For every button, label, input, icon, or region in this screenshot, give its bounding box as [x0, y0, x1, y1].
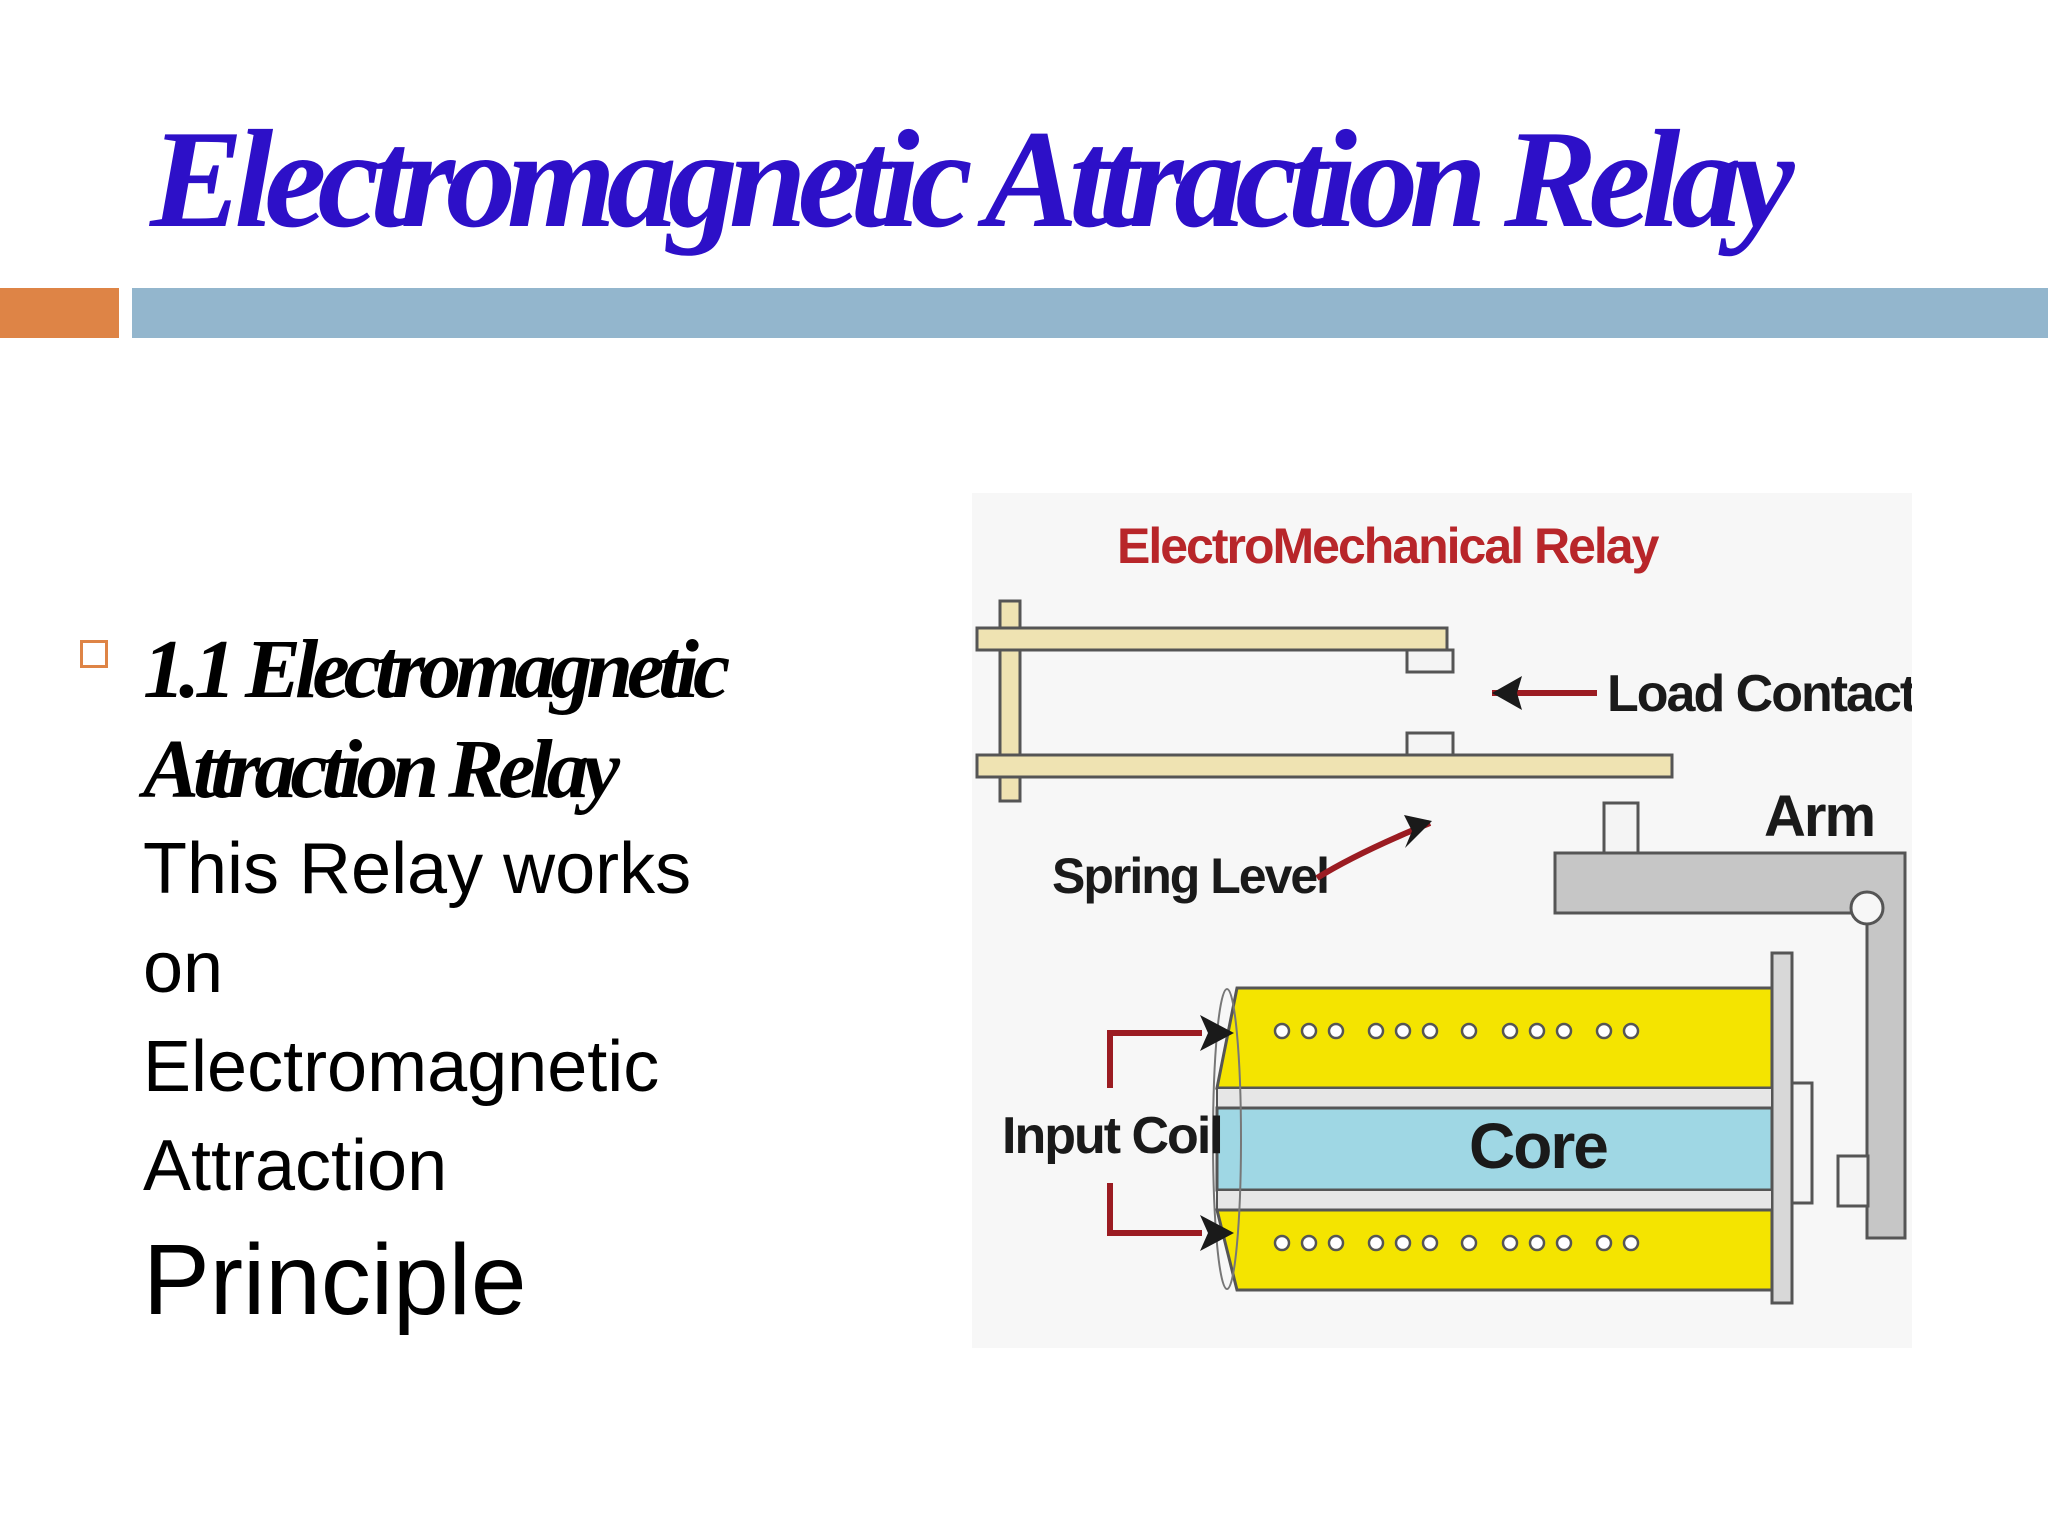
relay-diagram: ElectroMechanical Relay Load Contact Arm…: [972, 493, 1912, 1348]
bullet-body-line-4: Attraction: [143, 1126, 448, 1206]
spring-level-label: Spring Level: [1052, 848, 1328, 904]
bullet-text: 1.1 Electromagnetic Attraction Relay Thi…: [143, 620, 903, 1344]
right-arrow-icon-bottom: [1200, 1215, 1234, 1251]
accent-bar-orange: [0, 288, 119, 338]
coil-winding-dots: [1273, 1022, 1640, 1252]
spring-contacts: [975, 599, 1674, 803]
bullet-body-line-3: Electromagnetic: [143, 1027, 660, 1107]
load-contact-label: Load Contact: [1607, 665, 1912, 723]
bullet-subheading-line-2: Attraction Relay: [143, 723, 620, 816]
load-contact-upper: [1405, 648, 1455, 674]
coil-flange: [1770, 951, 1794, 1305]
input-coil-lead-bottom: [1107, 1183, 1202, 1236]
input-coil-lead-top: [1107, 1030, 1202, 1088]
coil-upper-winding: [1215, 986, 1774, 1090]
bullet-subheading-line-1: 1.1 Electromagnetic: [143, 623, 730, 716]
up-right-arrow-icon: [1404, 815, 1432, 848]
relay-diagram-svg: ElectroMechanical Relay Load Contact Arm…: [975, 518, 1912, 1305]
bullet-body-line-2: on: [143, 928, 224, 1008]
core-label: Core: [1469, 1110, 1607, 1182]
arm-contact: [1602, 801, 1640, 855]
input-coil-label: Input Coil: [1002, 1107, 1222, 1165]
bullet-body-line-5: Principle: [143, 1224, 527, 1336]
accent-bar-blue: [132, 288, 2048, 338]
load-contact-lower: [1405, 731, 1455, 757]
bullet-square-icon: [80, 640, 108, 668]
bullet-body-line-1: This Relay works: [143, 829, 692, 909]
diagram-title: ElectroMechanical Relay: [1117, 518, 1660, 574]
right-arrow-icon-top: [1200, 1015, 1234, 1051]
arm-pivot: [1849, 890, 1885, 926]
core-tip: [1790, 1081, 1814, 1205]
relay-coil: Core: [1212, 986, 1774, 1292]
arm-label: Arm: [1764, 784, 1874, 849]
left-arrow-icon: [1492, 676, 1522, 710]
coil-lower-winding: [1215, 1208, 1774, 1292]
slide-title: Electromagnetic Attraction Relay: [150, 102, 1795, 257]
arm-stop: [1836, 1154, 1870, 1208]
